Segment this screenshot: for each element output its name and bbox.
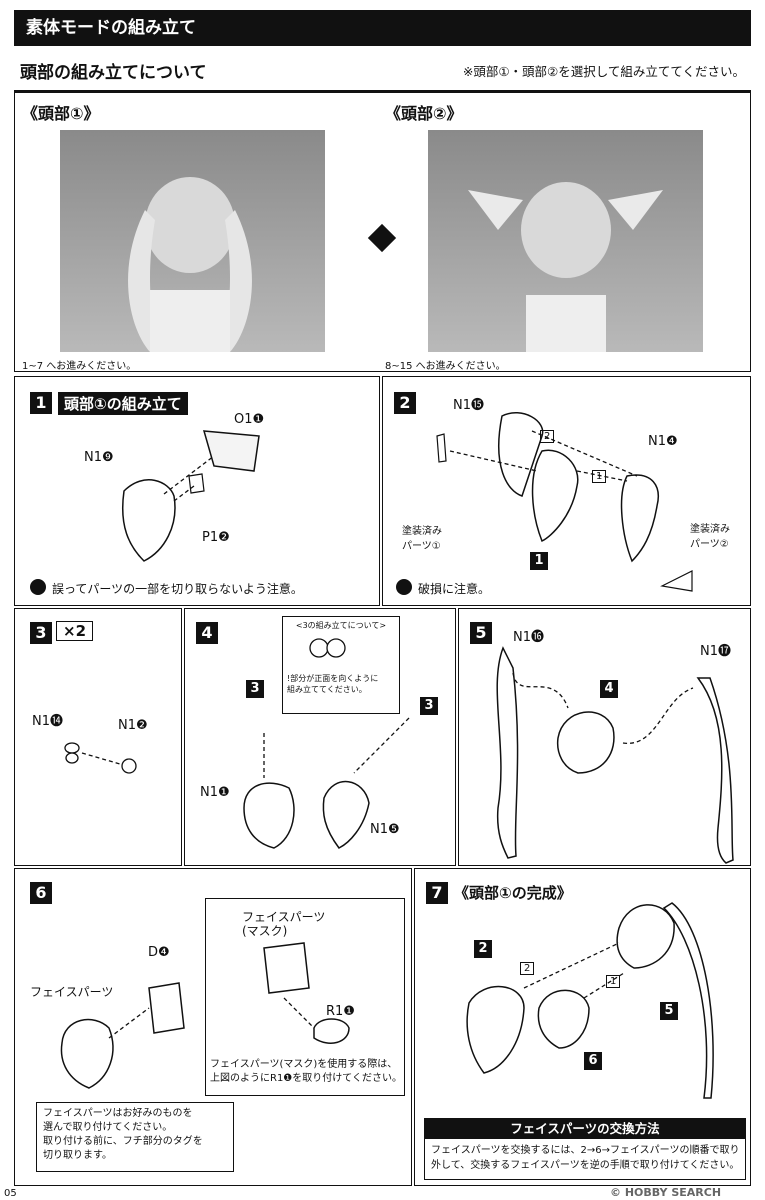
step6-number: 6 — [30, 882, 52, 904]
step6-face-note-box: フェイスパーツはお好みのものを 選んで取り付けてください。 取り付ける前に、フチ… — [36, 1102, 234, 1172]
step7-substep-5: 5 — [660, 1002, 678, 1020]
step2-panel — [382, 376, 751, 606]
step6-part-r1: R1❶ — [326, 1004, 355, 1019]
head1-figure — [128, 177, 252, 352]
step7-substep-6: 6 — [584, 1052, 602, 1070]
step5-part-n1-16: N1⓰ — [513, 630, 544, 645]
step1-note: 誤ってパーツの一部を切り取らないよう注意。 — [52, 582, 303, 596]
step5-diagram — [496, 646, 734, 864]
head2-photo — [428, 130, 703, 352]
step1-panel — [14, 376, 380, 606]
step4-number: 4 — [196, 622, 218, 644]
step7-number: 7 — [426, 882, 448, 904]
step4-callout-text: !部分が正面を向くように 組み立ててください。 — [287, 674, 379, 694]
head2-title: 《頭部②》 — [385, 104, 463, 123]
step1-part-o1: O1❶ — [234, 412, 265, 427]
step2-arrow-label-2: 2 — [540, 430, 555, 443]
step4-callout-title: <3の組み立てについて> — [295, 621, 387, 630]
step2-arrow-label-1: 1 — [592, 470, 607, 483]
step6-diagram — [60, 942, 350, 1089]
step6-face-note: フェイスパーツはお好みのものを 選んで取り付けてください。 取り付ける前に、フチ… — [43, 1108, 203, 1161]
step5-part-n1-17: N1⓱ — [700, 644, 731, 659]
step5-substep: 4 — [600, 680, 618, 698]
head2-figure — [468, 182, 663, 352]
step3-number: 3 — [30, 622, 52, 644]
step5-panel — [458, 608, 751, 866]
step6-part-d: D❹ — [148, 945, 170, 960]
subheader: 頭部の組み立てについて ※頭部①・頭部②を選択して組み立ててください。 — [14, 52, 751, 92]
step3-panel — [14, 608, 182, 866]
step2-part-n1-15: N1⓯ — [453, 398, 484, 413]
step4-part-n1-5: N1❺ — [370, 822, 400, 837]
step2-diagram — [436, 412, 693, 592]
step7-diagram — [466, 902, 714, 1099]
step3-part-n1-14: N1⓮ — [32, 714, 63, 729]
step6-mask-note: フェイスパーツ(マスク)を使用する際は、 上図のようにR1❶を取り付けてください… — [210, 1059, 402, 1084]
subheader-note: ※頭部①・頭部②を選択して組み立ててください。 — [462, 64, 745, 79]
step2-painted-2: 塗装済み パーツ② — [690, 524, 730, 550]
step5-number: 5 — [470, 622, 492, 644]
exchange-box: フェイスパーツの交換方法 フェイスパーツを交換するには、2→6→フェイスパーツの… — [424, 1118, 746, 1180]
step1-part-p1: P1❷ — [202, 530, 230, 545]
step4-callout: <3の組み立てについて> !部分が正面を向くように 組み立ててください。 — [282, 616, 400, 714]
step1-number: 1 — [30, 392, 52, 414]
step4-panel — [184, 608, 456, 866]
step7-title: 《頭部①の完成》 — [454, 884, 572, 902]
step4-part-n1-1: N1❶ — [200, 785, 230, 800]
head2-caption: 8~15 へお進みください。 — [385, 361, 506, 372]
head1-title: 《頭部①》 — [22, 104, 100, 123]
section-header: 素体モードの組み立て — [14, 10, 751, 46]
step6-face-label: フェイスパーツ — [30, 985, 114, 999]
step2-part-n1-4: N1❹ — [648, 434, 678, 449]
step4-diagram — [243, 638, 410, 849]
step7-arrow-label-2: 2 — [520, 962, 535, 975]
step2-number: 2 — [394, 392, 416, 414]
head1-photo — [60, 130, 325, 352]
step6-mask-box — [205, 898, 405, 1096]
caution-icon — [30, 579, 46, 595]
step4-substep-right: 3 — [420, 697, 438, 715]
step2-substep: 1 — [530, 552, 548, 570]
step1-diagram — [122, 430, 260, 562]
step7-arrow-label-1: 1 — [606, 975, 621, 988]
exchange-title: フェイスパーツの交換方法 — [425, 1119, 745, 1139]
step6-panel — [14, 868, 412, 1186]
step7-panel — [414, 868, 751, 1186]
head-choice-panel — [14, 92, 751, 372]
page-number: 05 — [4, 1188, 17, 1199]
watermark: © HOBBY SEARCH — [610, 1186, 722, 1199]
step1-part-n1: N1❾ — [84, 450, 114, 465]
step4-substep-left: 3 — [246, 680, 264, 698]
head1-caption: 1~7 へお進みください。 — [22, 361, 137, 372]
caution-icon — [396, 579, 412, 595]
exchange-text: フェイスパーツを交換するには、2→6→フェイスパーツの順番で取り 外して、交換す… — [431, 1145, 740, 1171]
step3-multiplier: ×2 — [56, 621, 94, 641]
step2-note: 破損に注意。 — [418, 582, 491, 596]
subheader-title: 頭部の組み立てについて — [20, 63, 207, 83]
step2-painted-1: 塗装済み パーツ① — [402, 526, 442, 552]
step6-mask-label: フェイスパーツ (マスク) — [242, 910, 326, 938]
step1-title: 頭部①の組み立て — [58, 392, 188, 415]
step3-diagram — [64, 742, 137, 774]
step7-substep-2: 2 — [474, 940, 492, 958]
step3-part-n1-2: N1❷ — [118, 718, 148, 733]
